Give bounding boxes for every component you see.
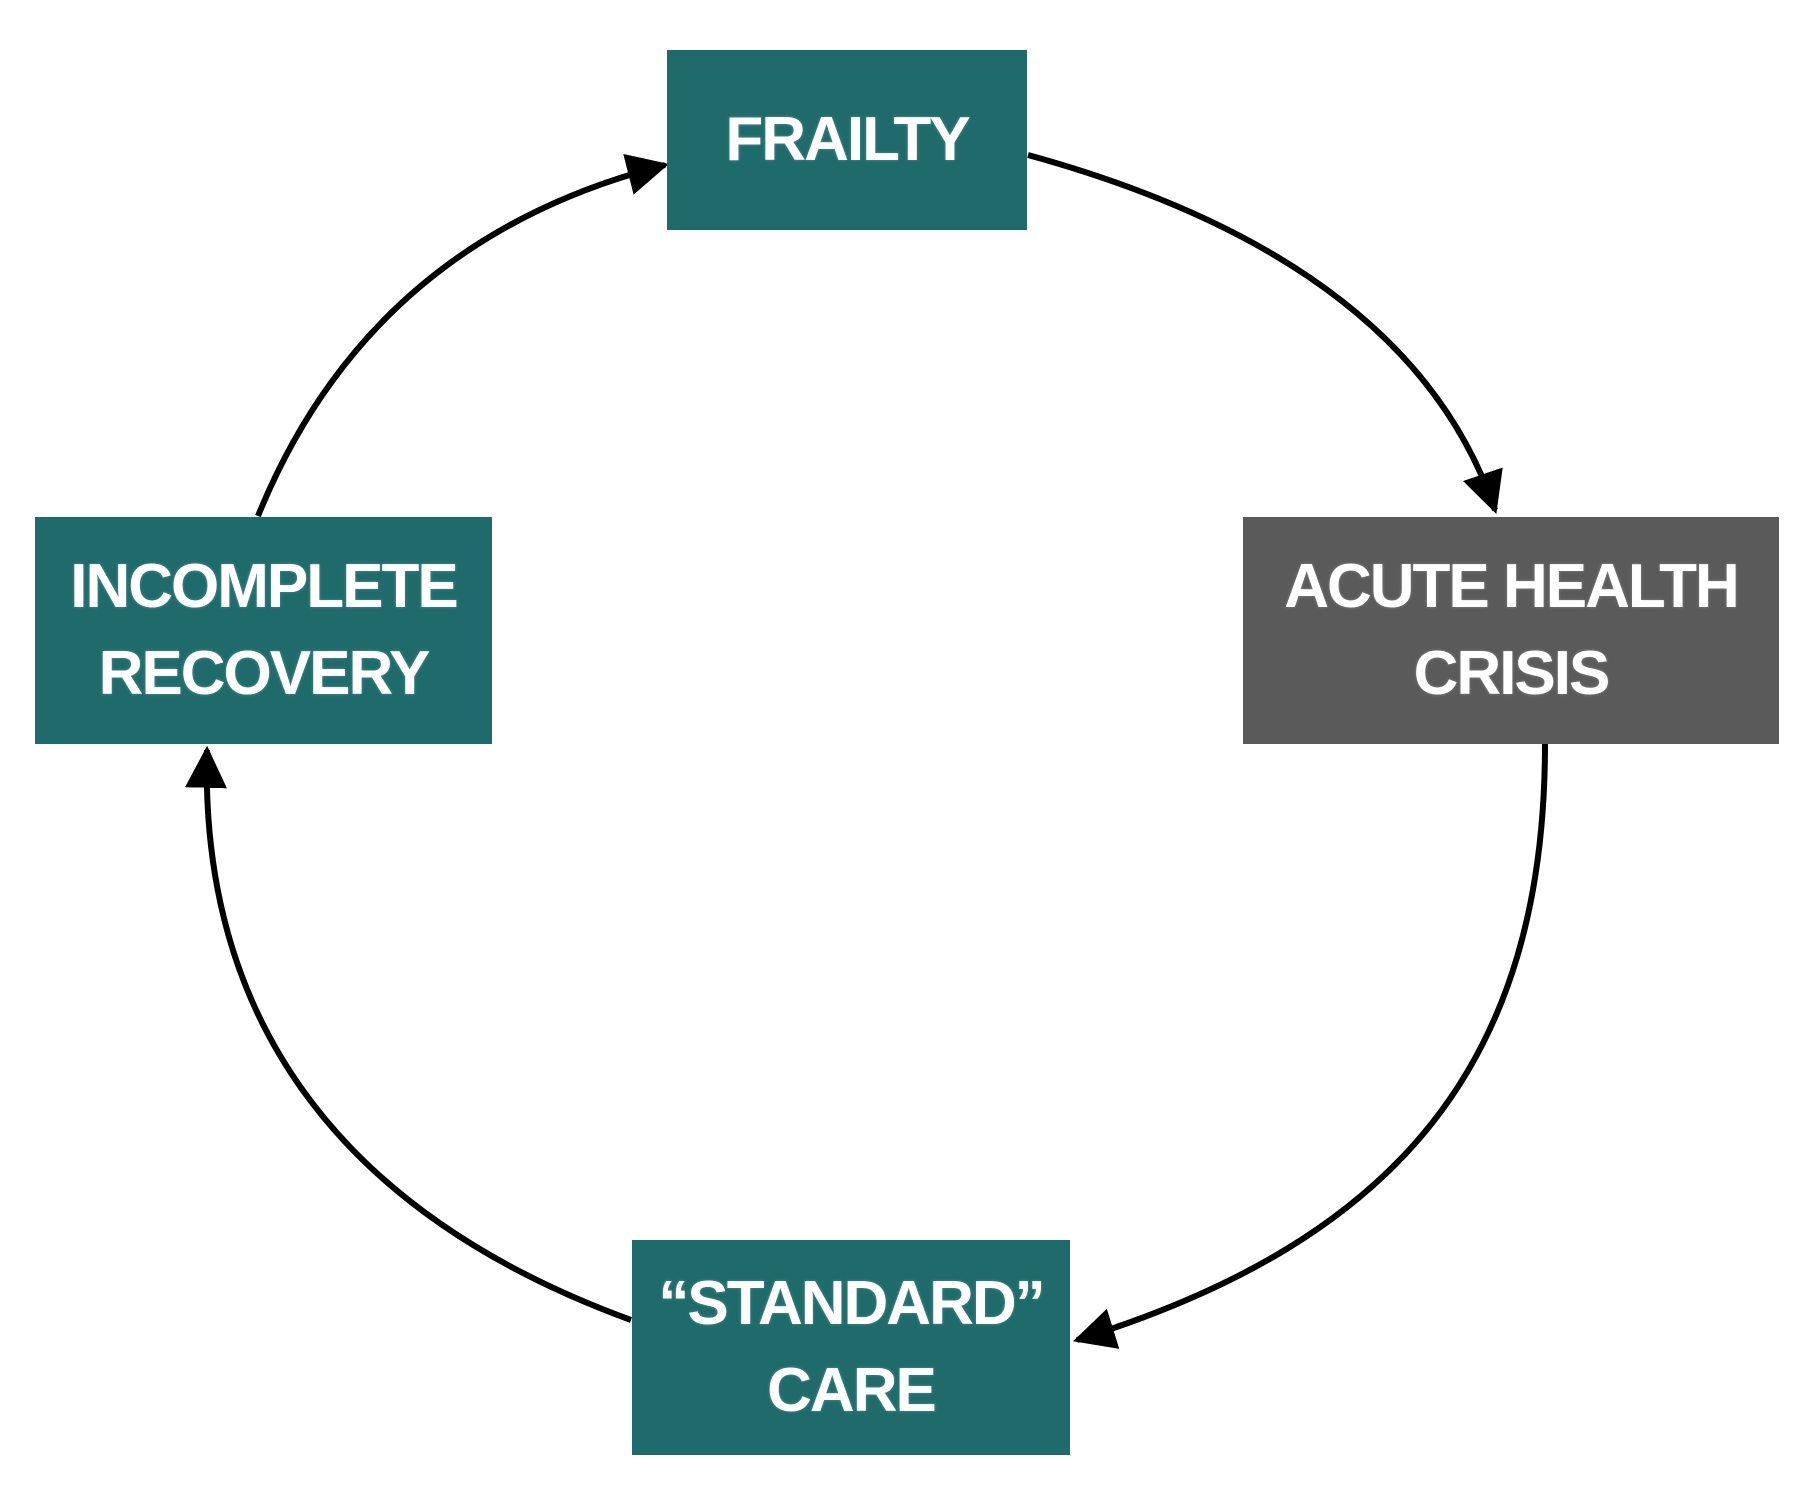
acute-health-crisis-label-line-2: CRISIS <box>1413 638 1611 708</box>
incomplete-recovery-box: INCOMPLETE RECOVERY <box>35 517 492 744</box>
acute-health-crisis-box: ACUTE HEALTH CRISIS <box>1243 517 1779 744</box>
incomplete-recovery-label-line-2: RECOVERY <box>98 638 431 708</box>
standard-care-box: “STANDARD” CARE <box>632 1240 1070 1455</box>
frailty-box: FRAILTY <box>667 50 1027 230</box>
standard-care-label-line-2: CARE <box>767 1355 937 1425</box>
arrow-standard-to-recovery <box>185 745 633 1323</box>
arrow-recovery-to-frailty <box>255 153 670 518</box>
acute-health-crisis-label-line-1: ACUTE HEALTH <box>1284 551 1740 621</box>
arrow-frailty-to-acute <box>1027 152 1503 514</box>
incomplete-recovery-label-line-1: INCOMPLETE <box>70 551 458 621</box>
arrow-acute-to-standard <box>1072 743 1548 1349</box>
standard-care-label-line-1: “STANDARD” <box>658 1268 1045 1338</box>
frailty-label: FRAILTY <box>725 104 970 174</box>
